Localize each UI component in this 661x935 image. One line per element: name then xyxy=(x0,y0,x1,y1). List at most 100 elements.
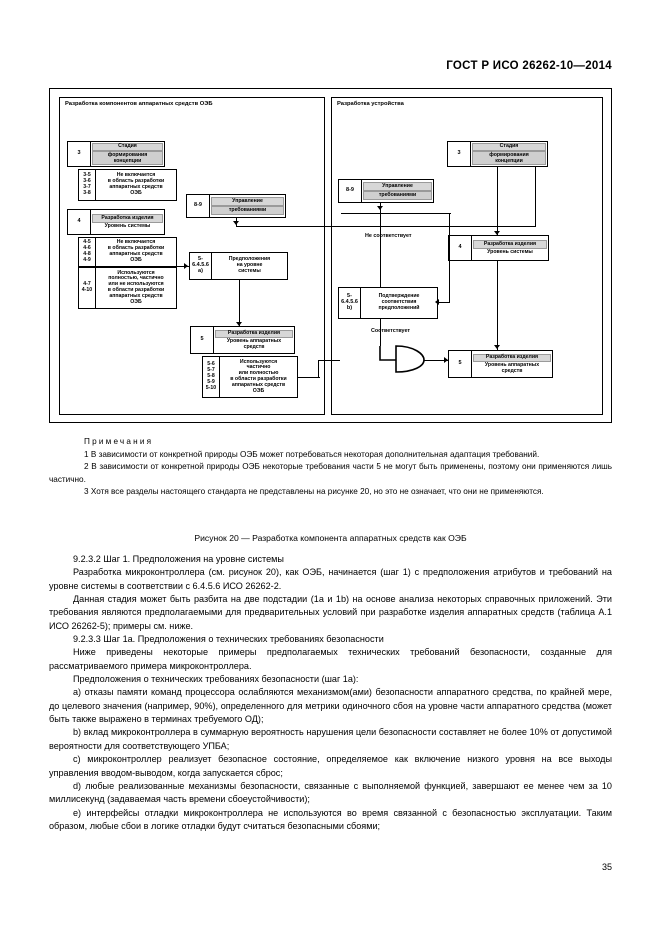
node-left-concept: 3 Стадия формирования концепции xyxy=(67,141,165,167)
node-left-hardware-note-text: Используются частично или полностью в об… xyxy=(219,357,297,397)
arrow-right-reqmgmt-down xyxy=(377,206,383,210)
node-left-assumptions-label: Предположения на уровне системы xyxy=(211,253,287,279)
node-left-product-hardware: 5 Разработка изделия Уровень аппаратных … xyxy=(190,326,295,354)
connector-junction-to-hw xyxy=(424,360,448,362)
node-left-product-hardware-line2: Уровень аппаратных средств xyxy=(226,337,282,350)
node-left-assumptions-line1: Предположения xyxy=(228,256,271,263)
node-left-assumptions-line2: на уровне системы xyxy=(236,262,263,275)
flow-label-match: Соответствует xyxy=(371,328,411,334)
node-left-assumptions: 5- 6.4.5.6 a) Предположения на уровне си… xyxy=(189,252,288,280)
node-right-product-hardware-line1: Разработка изделия xyxy=(473,353,551,363)
node-right-concept-line1: Стадия xyxy=(472,142,546,152)
body-paragraph-10: d) любые реализованные механизмы безопас… xyxy=(49,780,612,805)
node-left-concept-note: 3-5 3-6 3-7 3-8 Не включается в область … xyxy=(78,169,177,201)
node-right-product-system: 4 Разработка изделия Уровень системы xyxy=(448,235,549,261)
node-left-reqmgmt-line1: Управление xyxy=(211,197,284,207)
note-item-3: 3 Хотя все разделы настоящего стандарта … xyxy=(84,487,544,497)
arrow-left-assumptions-in xyxy=(184,263,188,269)
node-right-product-system-label: Разработка изделия Уровень системы xyxy=(471,236,548,260)
node-left-requirements-management: 8-9 Управление требованиями xyxy=(186,194,286,218)
node-right-confirmation: 5- 6.4.5.6 b) Подтверждение соответствия… xyxy=(338,287,438,319)
body-paragraph-6: Предположения о технических требованиях … xyxy=(73,674,359,685)
node-right-confirmation-label: Подтверждение соответствия предположений xyxy=(360,288,437,318)
body-text: 9.2.3.2 Шаг 1. Предположения на уровне с… xyxy=(49,553,612,833)
connector-bus-horizontal xyxy=(236,226,536,228)
node-left-system-note-a-number: 4-5 4-6 4-8 4-9 xyxy=(83,239,91,263)
connector-left-hwnote-to-conf xyxy=(318,360,340,362)
connector-right-confirm-down xyxy=(380,319,382,346)
connector-left-hwnote-up xyxy=(318,360,320,378)
node-left-concept-number: 3 xyxy=(77,150,81,157)
body-paragraph-11: e) интерфейсы отладки микроконтроллера н… xyxy=(49,807,612,831)
node-left-product-system-line2: Уровень системы xyxy=(104,222,151,229)
body-paragraph-8: b) вклад микроконтроллера в суммарную ве… xyxy=(49,727,612,751)
node-left-concept-note-number: 3-5 3-6 3-7 3-8 xyxy=(83,172,91,196)
node-left-reqmgmt-line2: требованиями xyxy=(211,206,284,215)
node-left-system-note-b-text: Используются полностью, частично или не … xyxy=(95,268,176,308)
node-left-hardware-note: 5-6 5-7 5-8 5-9 5-10 Используются частич… xyxy=(202,356,298,398)
connector-right-sys-down xyxy=(497,261,499,350)
body-paragraph-4: 9.2.3.3 Шаг 1a. Предположения о техничес… xyxy=(73,634,384,645)
page-number: 35 xyxy=(601,862,612,872)
node-left-product-system-line1: Разработка изделия xyxy=(92,214,163,224)
connector-right-concept-left xyxy=(341,213,451,215)
flow-label-not-match: Не соответствует xyxy=(365,233,412,239)
node-left-concept-line2: формирования концепции xyxy=(92,151,163,166)
body-paragraph-9: c) микроконтроллер реализует безопасное … xyxy=(49,754,612,778)
connector-left-noteb-to-assumptions xyxy=(177,266,189,268)
node-left-hardware-note-number: 5-6 5-7 5-8 5-9 5-10 xyxy=(205,361,217,391)
node-left-concept-line1: Стадия xyxy=(92,142,163,152)
node-left-product-system-label: Разработка изделия Уровень системы xyxy=(90,210,164,234)
arrow-right-concept-down xyxy=(494,231,500,235)
node-left-product-hardware-number: 5 xyxy=(200,336,204,343)
note-item-1: 1 В зависимости от конкретной природы ОЭ… xyxy=(84,449,540,459)
node-left-reqmgmt-label: Управление требованиями xyxy=(209,195,285,217)
node-left-product-system-number: 4 xyxy=(77,218,81,225)
node-right-product-hardware: 5 Разработка изделия Уровень аппаратных … xyxy=(448,350,553,378)
node-right-confirmation-number: 5- 6.4.5.6 b) xyxy=(341,293,358,311)
node-left-concept-note-text: Не включается в область разработки аппар… xyxy=(95,170,176,200)
node-right-product-system-line1: Разработка изделия xyxy=(473,240,547,250)
body-paragraph-3: Данная стадия может быть разбита на две … xyxy=(49,594,612,631)
node-right-confirmation-line1: Подтверждение xyxy=(378,293,420,300)
node-right-concept-label: Стадия формирования концепции xyxy=(470,142,547,166)
node-right-product-hardware-line2: Уровень аппаратных средств xyxy=(484,361,540,374)
node-left-product-system: 4 Разработка изделия Уровень системы xyxy=(67,209,165,235)
left-panel-title: Разработка компонентов аппаратных средст… xyxy=(65,101,213,107)
connector-right-notmatch-up xyxy=(449,213,451,303)
notes-heading: Примечания xyxy=(84,437,154,446)
arrow-right-sys-down xyxy=(494,345,500,349)
node-right-concept-line2: формирования концепции xyxy=(472,151,546,166)
node-right-reqmgmt-line1: Управление xyxy=(363,182,432,192)
connector-right-concept-down xyxy=(497,167,499,235)
note-item-2: 2 В зависимости от конкретной природы ОЭ… xyxy=(49,462,612,484)
connector-left-assumptions-down xyxy=(239,280,241,326)
node-right-product-hardware-label: Разработка изделия Уровень аппаратных ср… xyxy=(471,351,552,377)
body-paragraph-7: a) отказы памяти команд процессора ослаб… xyxy=(49,687,612,725)
node-left-product-hardware-line1: Разработка изделия xyxy=(215,329,293,339)
body-paragraph-5: Ниже приведены некоторые примеры предпол… xyxy=(49,647,612,671)
node-left-reqmgmt-number: 8-9 xyxy=(194,202,202,209)
connector-bus-right-up xyxy=(535,166,537,227)
node-left-product-hardware-label: Разработка изделия Уровень аппаратных ср… xyxy=(213,327,294,353)
node-left-system-note-b: 4-7 4-10 Используются полностью, частичн… xyxy=(78,267,177,309)
document-header: ГОСТ Р ИСО 26262-10—2014 xyxy=(446,60,612,72)
node-right-product-hardware-number: 5 xyxy=(458,360,462,367)
arrow-right-hw-in xyxy=(444,357,448,363)
node-right-confirmation-line2: соответствия предположений xyxy=(378,299,420,312)
node-right-concept: 3 Стадия формирования концепции xyxy=(447,141,548,167)
node-left-system-note-b-number: 4-7 4-10 xyxy=(81,281,93,293)
arrow-right-notmatch-in xyxy=(435,299,439,305)
right-panel-title: Разработка устройства xyxy=(337,101,404,107)
arrow-left-reqmgmt-down xyxy=(233,221,239,225)
node-right-requirements-management: 8-9 Управление требованиями xyxy=(338,179,434,203)
node-left-assumptions-number: 5- 6.4.5.6 a) xyxy=(192,256,209,274)
node-right-product-system-number: 4 xyxy=(458,244,462,251)
node-left-system-note-a: 4-5 4-6 4-8 4-9 Не включается в область … xyxy=(78,237,177,267)
node-left-concept-label: Стадия формирования концепции xyxy=(90,142,164,166)
connector-right-notmatch-in xyxy=(438,302,450,304)
connector-right-left-bus xyxy=(380,213,382,287)
junction-curve-icon xyxy=(379,345,425,373)
connector-left-hwnote-right xyxy=(298,377,320,379)
